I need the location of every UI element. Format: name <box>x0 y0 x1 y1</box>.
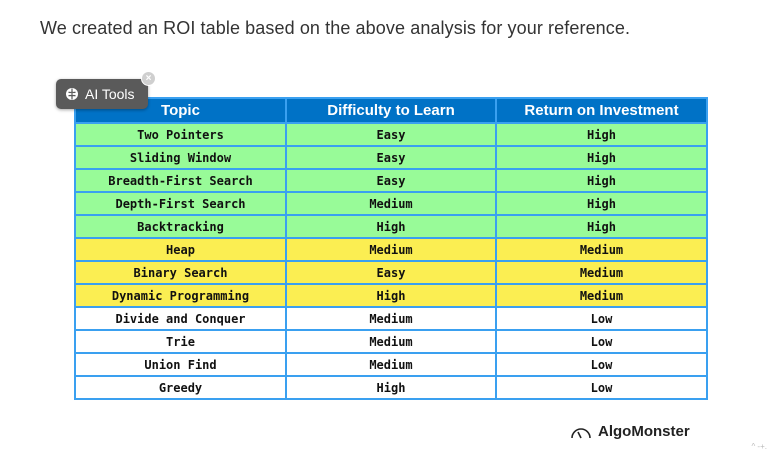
cell-difficulty: Medium <box>285 306 497 331</box>
roi-table: Topic Difficulty to Learn Return on Inve… <box>74 97 708 400</box>
cell-topic: Dynamic Programming <box>74 283 287 308</box>
cell-topic: Union Find <box>74 352 287 377</box>
cell-roi: High <box>495 168 708 193</box>
close-icon[interactable]: × <box>141 71 156 86</box>
cell-roi: Low <box>495 375 708 400</box>
cell-difficulty: Medium <box>285 329 497 354</box>
cell-difficulty: Easy <box>285 122 497 147</box>
table-header-row: Topic Difficulty to Learn Return on Inve… <box>74 97 708 124</box>
ai-tools-button[interactable]: AI Tools <box>56 79 148 109</box>
header-difficulty: Difficulty to Learn <box>285 97 497 124</box>
cell-roi: Medium <box>495 237 708 262</box>
cell-topic: Breadth-First Search <box>74 168 287 193</box>
ai-tools-label: AI Tools <box>85 86 135 102</box>
cell-roi: High <box>495 145 708 170</box>
cell-roi: High <box>495 122 708 147</box>
cell-roi: Medium <box>495 283 708 308</box>
corner-mark: ^ -+. <box>751 442 767 451</box>
cell-roi: Low <box>495 352 708 377</box>
cell-roi: High <box>495 214 708 239</box>
cell-topic: Two Pointers <box>74 122 287 147</box>
brand: AlgoMonster <box>570 423 690 440</box>
algomonster-logo-icon <box>571 427 591 438</box>
brand-name: AlgoMonster <box>598 423 690 440</box>
cell-roi: Medium <box>495 260 708 285</box>
cell-difficulty: Easy <box>285 145 497 170</box>
cell-topic: Binary Search <box>74 260 287 285</box>
cell-topic: Depth-First Search <box>74 191 287 216</box>
cell-difficulty: High <box>285 283 497 308</box>
cell-topic: Trie <box>74 329 287 354</box>
cell-difficulty: Medium <box>285 191 497 216</box>
header-roi: Return on Investment <box>495 97 708 124</box>
cell-difficulty: Medium <box>285 237 497 262</box>
cell-difficulty: High <box>285 375 497 400</box>
cell-roi: High <box>495 191 708 216</box>
intro-text: We created an ROI table based on the abo… <box>40 18 631 38</box>
cell-roi: Low <box>495 329 708 354</box>
cell-difficulty: High <box>285 214 497 239</box>
cell-topic: Heap <box>74 237 287 262</box>
cell-difficulty: Medium <box>285 352 497 377</box>
cell-topic: Sliding Window <box>74 145 287 170</box>
brain-icon <box>66 88 78 100</box>
cell-difficulty: Easy <box>285 260 497 285</box>
cell-difficulty: Easy <box>285 168 497 193</box>
cell-topic: Greedy <box>74 375 287 400</box>
cell-topic: Divide and Conquer <box>74 306 287 331</box>
cell-topic: Backtracking <box>74 214 287 239</box>
cell-roi: Low <box>495 306 708 331</box>
